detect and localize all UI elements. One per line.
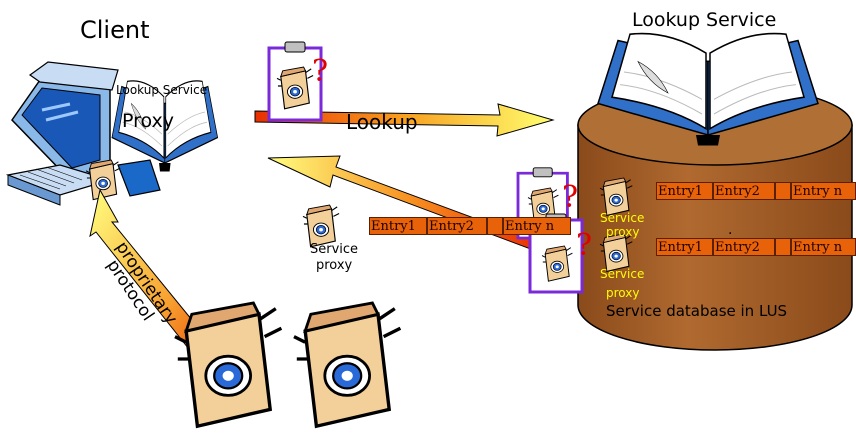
entry-db-row1-3 <box>775 182 791 200</box>
entry-db-row1-2: Entry2 <box>713 182 775 200</box>
entry-db-row1-n: Entry n <box>791 182 856 200</box>
entry-db-row2-1: Entry1 <box>656 238 713 256</box>
entry-db-row2-n: Entry n <box>791 238 856 256</box>
entry-middle-2: Entry2 <box>427 217 487 235</box>
db-row1-service-label: Service <box>600 212 644 225</box>
entry-db-row2-2: Entry2 <box>713 238 775 256</box>
entry-middle-1: Entry1 <box>369 217 427 235</box>
client-book-title: Lookup Service <box>116 83 207 97</box>
client-book-proxy: Proxy <box>122 110 174 132</box>
service-device-large-1 <box>175 303 281 426</box>
service-device-large-2 <box>294 303 400 426</box>
db-row2-proxy-label: proxy <box>606 287 639 300</box>
lookup-arrow-label: Lookup <box>346 110 418 134</box>
entry-middle-n: Entry n <box>503 217 571 235</box>
service-proxy-label-line1: Service <box>310 242 358 257</box>
lookup-service-title: Lookup Service <box>632 9 776 31</box>
db-row2-service-label: Service <box>600 268 644 281</box>
entry-db-row2-3 <box>775 238 791 256</box>
db-clipboard-1-question-mark: ? <box>562 180 578 215</box>
entry-middle-3 <box>487 217 503 235</box>
db-row1-proxy-label: proxy <box>606 226 639 239</box>
db-clipboard-2-question-mark: ? <box>576 228 592 263</box>
db-separator-dot: . <box>728 222 732 238</box>
client-device-icon <box>86 160 120 200</box>
service-proxy-device <box>303 205 339 247</box>
lookup-clipboard-question-mark: ? <box>312 54 328 89</box>
client-title: Client <box>80 16 149 44</box>
db-label: Service database in LUS <box>606 302 787 320</box>
service-proxy-label-line2: proxy <box>316 258 352 273</box>
entry-db-row1-1: Entry1 <box>656 182 713 200</box>
